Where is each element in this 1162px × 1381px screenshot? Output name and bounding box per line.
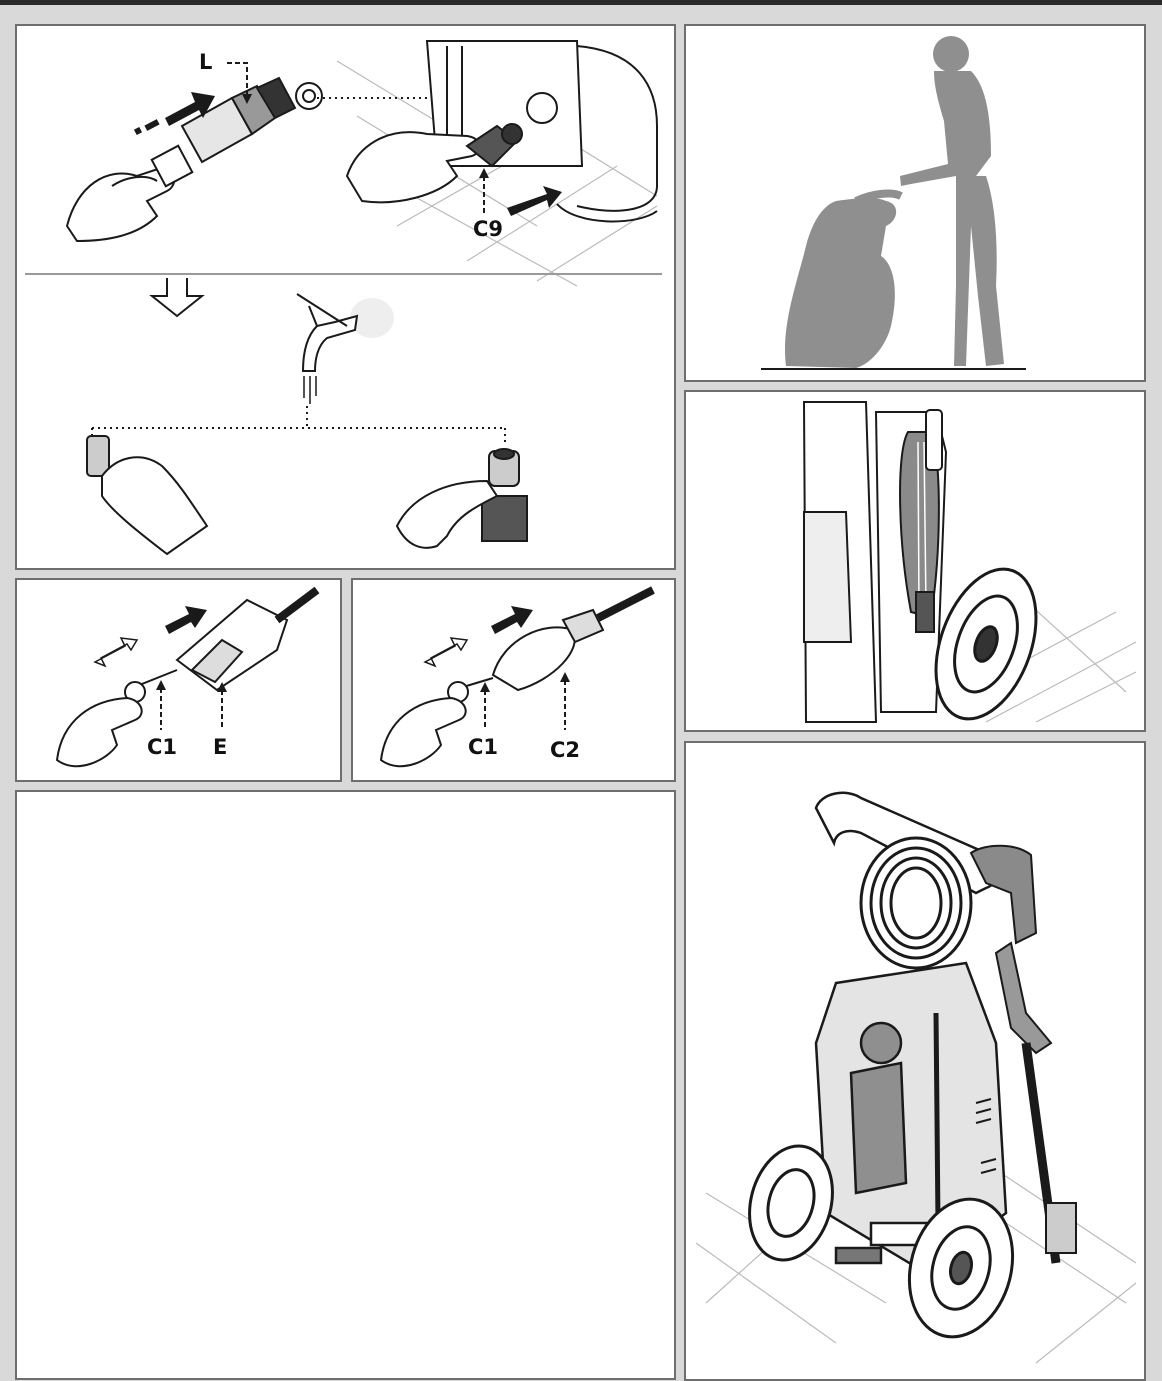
machine-storage-illustration	[695, 791, 1137, 1364]
panel-machine-storage	[684, 741, 1146, 1381]
panel-lance-cleaning: C1 E	[15, 578, 342, 782]
panel-nozzle-cleaning: C1 C2	[351, 578, 676, 782]
back-arrow-outline-icon	[93, 637, 139, 668]
hand-right-icon	[345, 123, 523, 204]
panel-empty	[15, 790, 676, 1380]
nozzle-C2	[491, 586, 655, 692]
lance-cleaning-illustration	[55, 586, 320, 768]
label-C9: C9	[473, 217, 504, 241]
hand-pin-icon	[55, 681, 146, 768]
top-rule	[0, 0, 1162, 5]
panel-filter-cleaning: L C9	[15, 24, 676, 570]
faucet-icon	[296, 293, 394, 404]
machine-body-icon	[814, 961, 1008, 1275]
machine-silhouette-icon	[785, 197, 897, 368]
lance-nozzle-E	[175, 586, 320, 692]
nozzle-cleaning-illustration	[379, 586, 655, 768]
down-arrow-icon	[149, 278, 205, 318]
pull-arrow-icon	[507, 186, 562, 216]
panel-cord-storage	[684, 390, 1146, 732]
connector-assembly	[150, 76, 323, 188]
machine-inlet	[425, 40, 658, 223]
hand-nozzle-icon	[395, 448, 528, 549]
filter-cleaning-illustration	[25, 40, 662, 556]
hand-pin-icon	[379, 681, 469, 768]
cord-storage-illustration	[802, 401, 1137, 723]
push-arrow-icon	[133, 92, 215, 136]
transport-illustration	[761, 36, 1026, 370]
back-arrow-outline-icon	[423, 637, 469, 668]
machine-side-view	[802, 401, 948, 723]
label-L: L	[199, 50, 213, 74]
forward-arrow-icon	[165, 606, 207, 634]
hand-filter-icon	[86, 435, 209, 556]
label-C2: C2	[550, 738, 581, 762]
label-C1-right: C1	[468, 735, 499, 759]
wheel-icon	[934, 567, 1038, 721]
spray-gun-icon	[969, 844, 1077, 1264]
hand-left-icon	[65, 164, 176, 243]
person-silhouette-icon	[900, 36, 1004, 366]
wheel-icon	[748, 1144, 1015, 1339]
hose-reel-icon	[859, 836, 973, 970]
cord-bundle-icon	[899, 409, 943, 633]
label-E: E	[213, 735, 228, 759]
forward-arrow-icon	[491, 606, 533, 634]
label-C1-left: C1	[147, 735, 178, 759]
panel-transport	[684, 24, 1146, 382]
